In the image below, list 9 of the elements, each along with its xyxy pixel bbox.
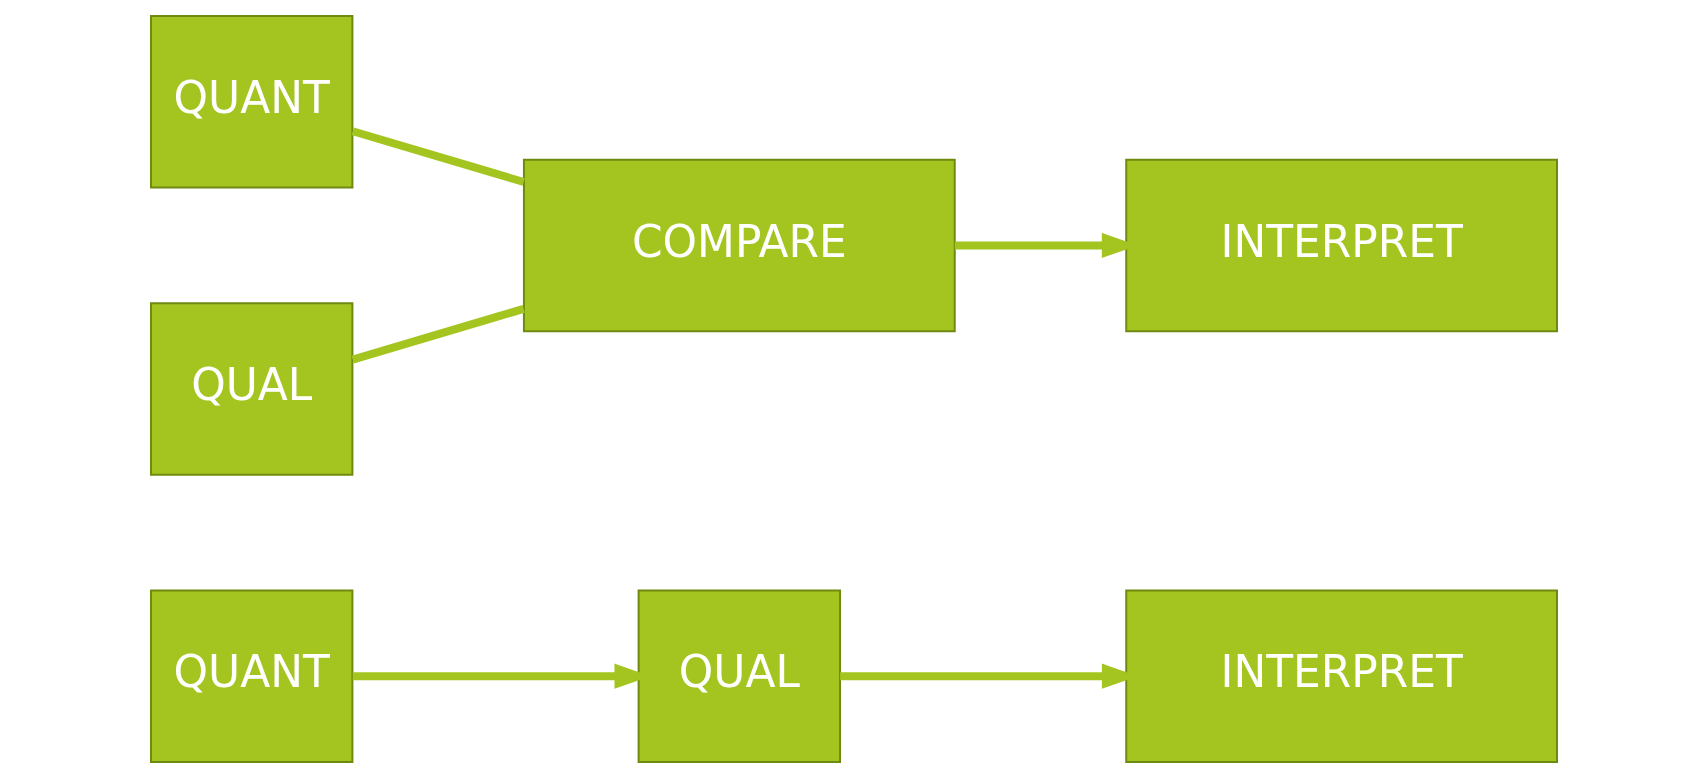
node-box: QUAL (637, 589, 841, 763)
node-box: INTERPRET (1124, 589, 1558, 763)
node-box: QUANT (149, 589, 353, 763)
node-box: INTERPRET (1124, 158, 1558, 333)
node-box: QUAL (149, 302, 353, 476)
node-box: QUANT (149, 15, 353, 189)
connector (351, 305, 525, 364)
connector (351, 127, 525, 186)
node-box: COMPARE (522, 158, 956, 333)
